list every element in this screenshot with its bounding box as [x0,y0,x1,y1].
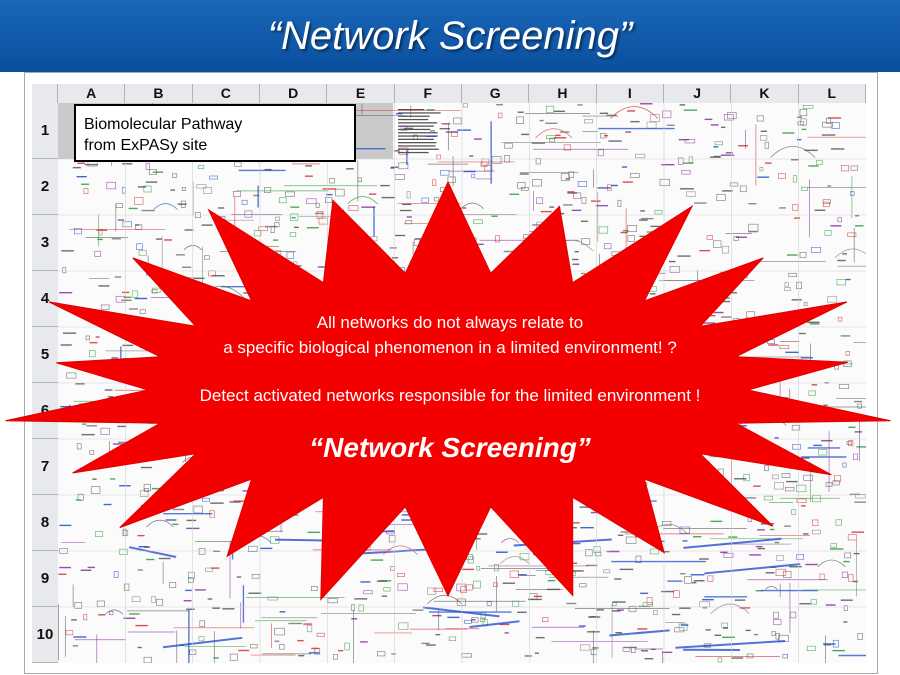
row-header-6[interactable]: 6 [32,383,58,439]
slide-title: “Network Screening” [267,14,633,58]
caption-line-1: Biomolecular Pathway [84,116,243,133]
column-header-a[interactable]: A [58,84,126,103]
column-header-c[interactable]: C [193,84,260,103]
column-header-b[interactable]: B [125,84,193,103]
row-header-10[interactable]: 10 [32,607,58,663]
row-header-3[interactable]: 3 [32,215,58,271]
column-header-h[interactable]: H [529,84,597,103]
column-header-k[interactable]: K [731,84,799,103]
column-header-j[interactable]: J [664,84,732,103]
burst-text-line-3: Detect activated networks responsible fo… [199,386,701,405]
column-header-l[interactable]: L [799,84,866,103]
column-header-f[interactable]: F [395,84,462,103]
corner-cell [32,84,58,103]
row-header-9[interactable]: 9 [32,551,58,607]
title-bar: “Network Screening” [0,0,900,72]
burst-headline: “Network Screening” [309,432,591,463]
burst-text-line-2: a specific biological phenomenon in a li… [223,338,677,357]
row-header-1[interactable]: 1 [32,103,58,159]
row-header-2[interactable]: 2 [32,159,58,215]
column-header-d[interactable]: D [260,84,328,103]
row-header-4[interactable]: 4 [32,271,58,327]
column-header-e[interactable]: E [327,84,395,103]
caption-line-2: from ExPASy site [84,137,208,154]
row-header-7[interactable]: 7 [32,439,58,495]
row-header-8[interactable]: 8 [32,495,58,551]
burst-text-line-1: All networks do not always relate to [316,313,584,332]
column-header-g[interactable]: G [462,84,530,103]
row-header-5[interactable]: 5 [32,327,58,383]
caption-box: Biomolecular Pathway from ExPASy site [74,104,356,162]
column-header-i[interactable]: I [597,84,664,103]
starburst-polygon [5,180,891,601]
